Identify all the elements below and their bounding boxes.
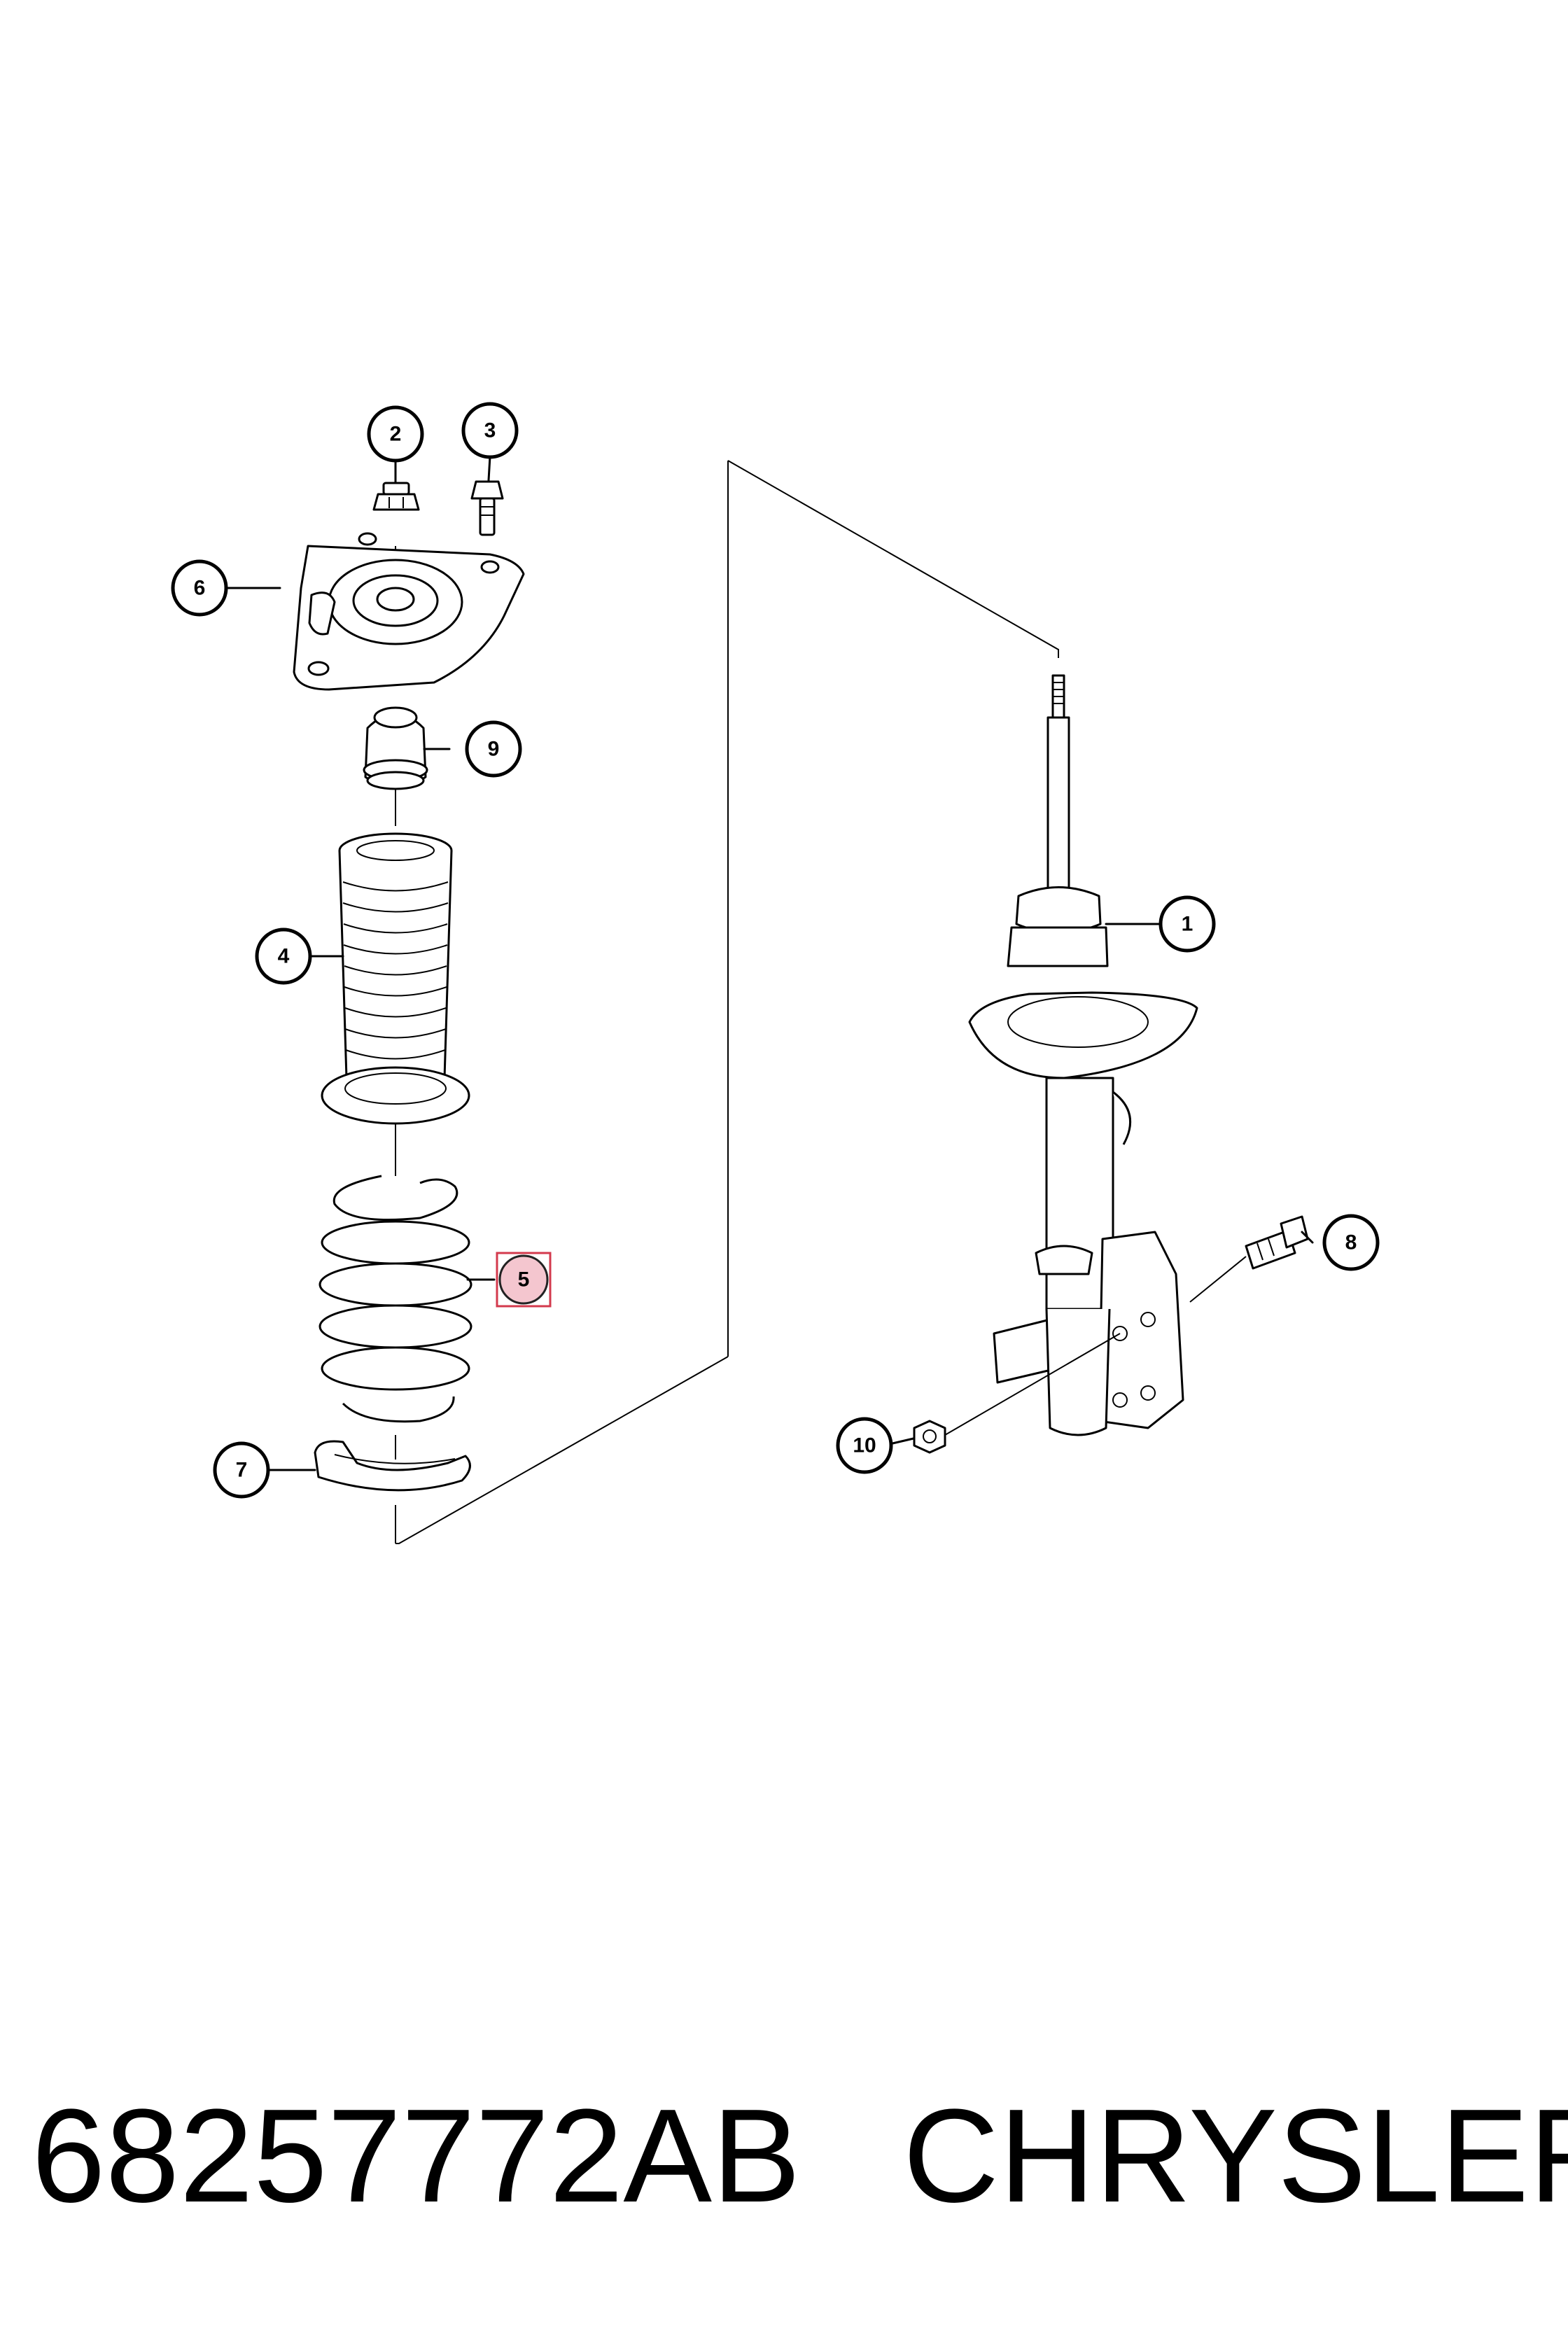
exploded-view-frame: [395, 460, 1059, 1544]
brand-name: CHRYSLER: [903, 2082, 1568, 2230]
callout-5-highlighted[interactable]: 5: [496, 1252, 552, 1308]
part-number: 68257772AB: [31, 2082, 801, 2230]
part-flange-bolt: [1245, 1215, 1309, 1270]
callout-3-label: 3: [484, 419, 496, 442]
callout-3[interactable]: 3: [461, 402, 519, 459]
callout-9[interactable]: 9: [465, 720, 522, 778]
callout-6-label: 6: [194, 577, 206, 600]
callout-4[interactable]: 4: [255, 927, 312, 985]
callout-10[interactable]: 10: [836, 1417, 893, 1474]
callout-8[interactable]: 8: [1322, 1214, 1380, 1271]
callout-7[interactable]: 7: [213, 1441, 270, 1499]
callout-8-label: 8: [1345, 1231, 1357, 1254]
callout-10-label: 10: [853, 1434, 876, 1457]
part-coil-spring: [318, 1175, 472, 1423]
callout-7-label: 7: [236, 1459, 248, 1482]
callout-6[interactable]: 6: [171, 559, 228, 617]
part-strut-mount: [293, 532, 525, 691]
part-strut-assembly: [968, 674, 1198, 1436]
footer: 68257772AB CHRYSLER: [0, 2086, 1568, 2226]
callout-9-label: 9: [488, 738, 500, 761]
callout-2-label: 2: [390, 423, 402, 446]
callout-1[interactable]: 1: [1158, 895, 1216, 953]
callout-1-label: 1: [1182, 913, 1194, 936]
part-bolt: [470, 480, 504, 536]
highlight-box: [496, 1252, 552, 1308]
callout-2[interactable]: 2: [367, 405, 424, 463]
callout-5-label: 5: [518, 1268, 530, 1292]
leader-lines: [224, 452, 1314, 1471]
part-jounce-bumper: [363, 706, 428, 790]
part-spring-isolator: [314, 1440, 471, 1492]
part-dust-boot: [321, 832, 470, 1125]
callout-4-label: 4: [278, 945, 290, 968]
part-hex-nut: [913, 1420, 946, 1454]
part-nut: [372, 482, 420, 511]
